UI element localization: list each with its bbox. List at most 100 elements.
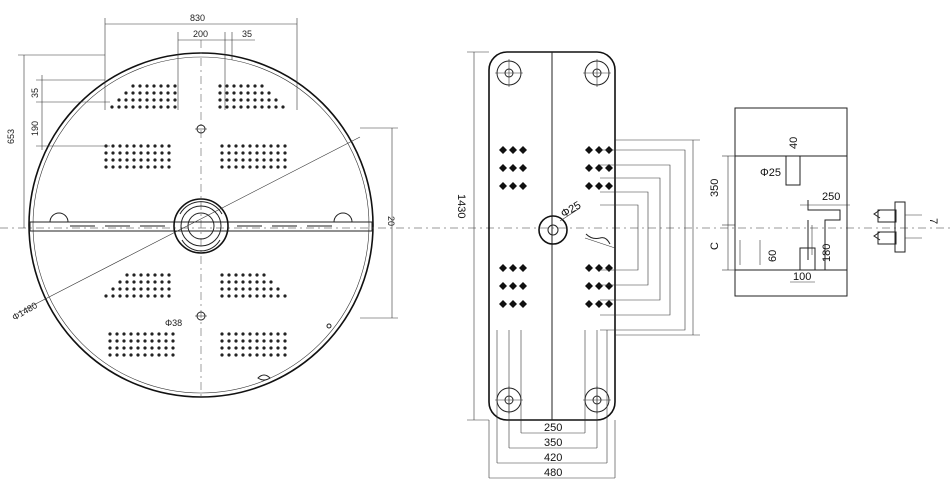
disk-hole: [157, 332, 161, 336]
plate-diamond-hole: [585, 282, 593, 290]
disk-hole: [143, 332, 147, 336]
plate-diamond-hole: [499, 264, 507, 272]
disk-hole: [153, 294, 157, 298]
disk-hole: [132, 287, 136, 291]
disk-hole: [146, 280, 150, 284]
disk-hole: [246, 98, 250, 102]
plate-diamond-hole: [509, 182, 517, 190]
plate-diamond-hole: [585, 146, 593, 154]
disk-hole: [241, 294, 245, 298]
disk-hole: [115, 353, 119, 357]
dim-hole-38: Φ38: [165, 318, 182, 328]
disk-hole: [248, 158, 252, 162]
plate-dim-250: 250: [544, 422, 562, 434]
disk-hole: [167, 158, 171, 162]
disk-hole: [139, 280, 143, 284]
disk-hole: [269, 294, 273, 298]
disk-view: 830 200 35 653 35 190 20 Φ1480 Φ38: [0, 13, 950, 400]
disk-hole: [173, 91, 177, 95]
disk-hole: [234, 287, 238, 291]
plate-diamond-hole: [595, 146, 603, 154]
disk-hole: [173, 84, 177, 88]
disk-hole: [234, 144, 238, 148]
plate-dim-420: 420: [544, 452, 562, 464]
disk-hole: [262, 346, 266, 350]
plate-diamond-hole: [605, 164, 613, 172]
disk-hole: [269, 332, 273, 336]
disk-hole: [276, 353, 280, 357]
disk-hole: [125, 280, 129, 284]
plate-leader-lines: [600, 139, 700, 336]
plate-diamond-hole: [585, 182, 593, 190]
disk-hole: [125, 158, 129, 162]
disk-hole: [138, 105, 142, 109]
bottom-mark: [257, 374, 271, 381]
dim-653: 653: [6, 129, 16, 144]
disk-hole: [152, 98, 156, 102]
disk-hole: [146, 144, 150, 148]
disk-hole: [248, 144, 252, 148]
disk-hole: [220, 151, 224, 155]
disk-hole: [255, 346, 259, 350]
disk-hole: [122, 353, 126, 357]
disk-hole: [160, 273, 164, 277]
disk-hole: [234, 165, 238, 169]
disk-hole: [234, 273, 238, 277]
disk-hole: [255, 165, 259, 169]
disk-hole: [164, 353, 168, 357]
disk-hole: [283, 294, 287, 298]
disk-hole: [227, 353, 231, 357]
plate-flow-mark: [585, 233, 611, 245]
disk-hole: [262, 353, 266, 357]
disk-hole: [276, 332, 280, 336]
disk-hole: [248, 346, 252, 350]
dim-20-right: 20: [386, 216, 396, 226]
disk-hole: [132, 158, 136, 162]
disk-hole: [150, 339, 154, 343]
disk-hole: [159, 105, 163, 109]
disk-hole: [160, 280, 164, 284]
disk-hole: [131, 84, 135, 88]
disk-hole: [262, 339, 266, 343]
disk-hole: [118, 144, 122, 148]
disk-hole: [160, 294, 164, 298]
plate-diamond-hole: [499, 300, 507, 308]
disk-hole: [276, 339, 280, 343]
disk-hole: [139, 294, 143, 298]
disk-hole: [220, 353, 224, 357]
disk-hole: [225, 91, 229, 95]
disk-hole: [131, 98, 135, 102]
disk-hole: [118, 287, 122, 291]
disk-hole: [160, 158, 164, 162]
disk-hole: [152, 91, 156, 95]
right-bump: [333, 212, 353, 223]
plate-diamond-hole: [519, 264, 527, 272]
plate-diamond-hole: [499, 182, 507, 190]
plate-dim-350: 350: [544, 437, 562, 449]
disk-hole: [283, 165, 287, 169]
disk-hole: [145, 84, 149, 88]
disk-hole: [146, 158, 150, 162]
disk-hole: [220, 332, 224, 336]
disk-hole: [136, 346, 140, 350]
disk-hole: [122, 346, 126, 350]
disk-hole: [108, 332, 112, 336]
disk-hole: [157, 339, 161, 343]
disk-hole: [220, 273, 224, 277]
disk-hole: [164, 332, 168, 336]
disk-hole: [283, 332, 287, 336]
disk-hole: [253, 105, 257, 109]
plate-diamond-hole: [499, 146, 507, 154]
disk-hole: [111, 144, 115, 148]
disk-hole: [132, 280, 136, 284]
disk-hole: [281, 105, 285, 109]
dim-dia-1480: Φ1480: [10, 300, 39, 322]
disk-hole: [122, 332, 126, 336]
dim-35-left: 35: [30, 88, 40, 98]
disk-hole: [136, 353, 140, 357]
plate-bottom-dims: [488, 330, 616, 479]
disk-hole: [171, 346, 175, 350]
disk-hole: [139, 144, 143, 148]
disk-hole: [225, 84, 229, 88]
disk-inner-outline: [32, 56, 370, 394]
